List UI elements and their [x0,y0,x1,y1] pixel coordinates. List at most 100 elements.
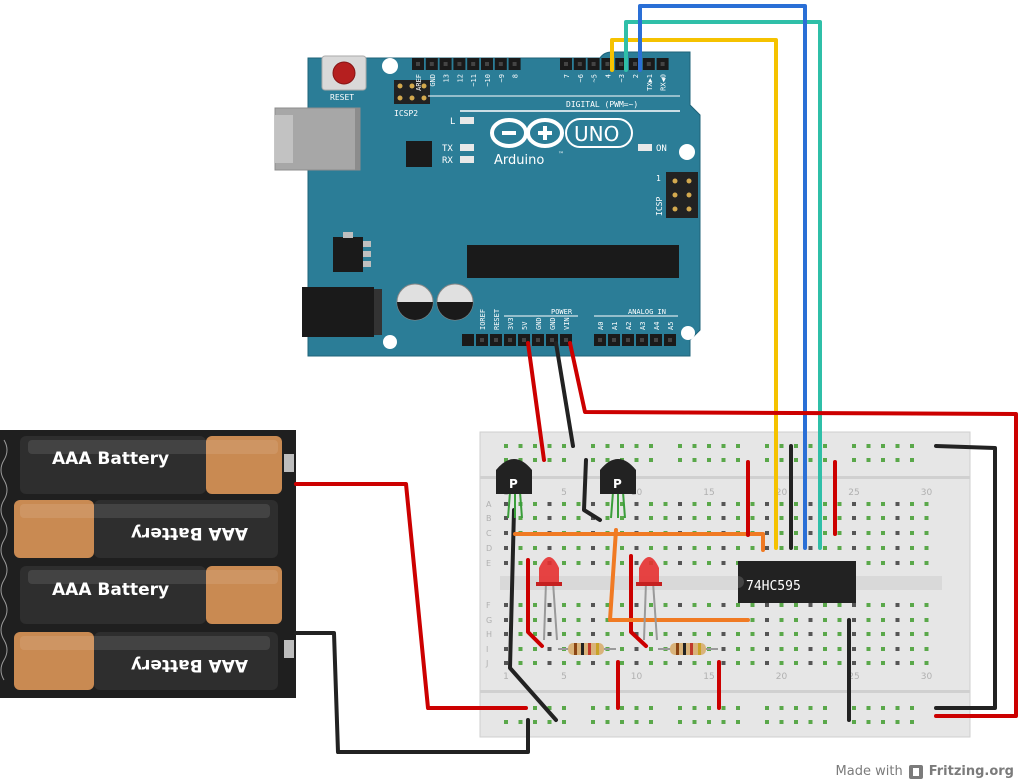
breadboard-hole [605,603,610,607]
digital-pin-label: ~11 [470,74,478,87]
arduino-logo [490,118,633,148]
wire-red [526,558,544,648]
breadboard-hole [808,618,813,622]
mounting-hole [382,58,398,74]
digital-pin-label: GND [429,74,437,87]
breadboard-hole [852,458,856,462]
capacitor [396,283,434,321]
transistor [496,459,532,519]
breadboard-hole [721,720,726,724]
breadboard-hole [910,531,914,535]
breadboard-col-number: 10 [631,488,643,498]
analog-pin-label: A0 [597,322,605,330]
breadboard-hole [692,632,697,636]
breadboard-hole [924,603,929,607]
breadboard-hole [591,516,595,520]
breadboard-hole [895,661,900,665]
breadboard-hole [881,647,885,651]
breadboard-hole [649,516,653,520]
breadboard-hole [678,502,682,506]
breadboard-hole [750,603,755,607]
aaa-battery [20,566,282,624]
breadboard-hole [895,516,900,520]
breadboard-hole [504,632,508,636]
usb-chip [406,141,432,167]
breadboard-hole [779,444,784,448]
breadboard-hole [504,720,508,724]
breadboard-hole [779,706,784,710]
breadboard-hole [605,516,610,520]
wire-red [629,554,648,648]
breadboard-hole [910,603,914,607]
breadboard-hole [794,720,798,724]
breadboard-hole [837,632,842,636]
digital-pin-label: RX◀0 [660,74,668,91]
breadboard-hole [620,516,624,520]
digital-header [412,58,669,70]
breadboard-hole [547,516,552,520]
breadboard-hole [881,603,885,607]
battery-label: AAA Battery [131,523,248,543]
breadboard-hole [692,546,697,550]
analog-pin-label: A2 [625,322,633,330]
voltage-regulator [333,232,371,272]
breadboard-hole [808,516,813,520]
breadboard-hole [504,546,508,550]
breadboard-hole [591,632,595,636]
breadboard-hole [866,720,871,724]
reset-button[interactable] [321,55,367,91]
breadboard-hole [765,706,769,710]
breadboard-hole [634,444,639,448]
breadboard-hole [504,561,508,565]
breadboard-hole [794,516,798,520]
breadboard-hole [547,458,552,462]
breadboard-col-number: 5 [561,672,567,682]
breadboard-col-number: 25 [848,488,859,498]
chip-label: 74HC595 [746,579,801,594]
breadboard-row-letter: J [485,659,488,668]
breadboard-hole [808,603,813,607]
breadboard-hole [765,720,769,724]
breadboard-hole [533,458,537,462]
breadboard-hole [837,618,842,622]
breadboard-hole [707,632,711,636]
battery-label: AAA Battery [52,449,169,469]
breadboard-hole [721,546,726,550]
breadboard-hole [823,632,827,636]
red-led [636,557,662,641]
breadboard-hole [634,516,639,520]
breadboard-hole [837,531,842,535]
breadboard-hole [736,516,740,520]
breadboard-hole [533,546,537,550]
breadboard-hole [852,647,856,651]
breadboard-hole [707,502,711,506]
breadboard-hole [881,516,885,520]
fritzing-brand[interactable]: Fritzing.org [928,764,1014,779]
wire-black-battery [294,631,530,754]
wire-red-vin [568,341,1018,718]
breadboard-hole [779,502,784,506]
analog-pin-label: A5 [667,322,675,330]
breadboard-hole [591,720,595,724]
transistor-mark: P [613,477,622,491]
breadboard-row-letter: H [486,630,492,639]
battery-pack: AAA Battery AAA Battery AAA Battery AAA … [0,430,296,698]
breadboard-col-number: 25 [848,672,859,682]
wire-blue [638,4,807,550]
breadboard-row-letter: F [486,601,491,610]
uno-label: UNO [574,122,619,146]
breadboard-hole [910,458,914,462]
breadboard-hole [823,720,827,724]
breadboard-hole [837,661,842,665]
breadboard-hole [678,603,682,607]
breadboard-hole [663,516,668,520]
breadboard-hole [634,546,639,550]
wire-red-5v [526,341,546,462]
wire-black [508,508,558,722]
breadboard-hole [692,706,697,710]
power-pin-label: IOREF [479,309,487,330]
power-pin-label: GND [535,317,543,330]
breadboard-hole [910,444,914,448]
breadboard-hole [866,502,871,506]
breadboard-hole [794,458,798,462]
